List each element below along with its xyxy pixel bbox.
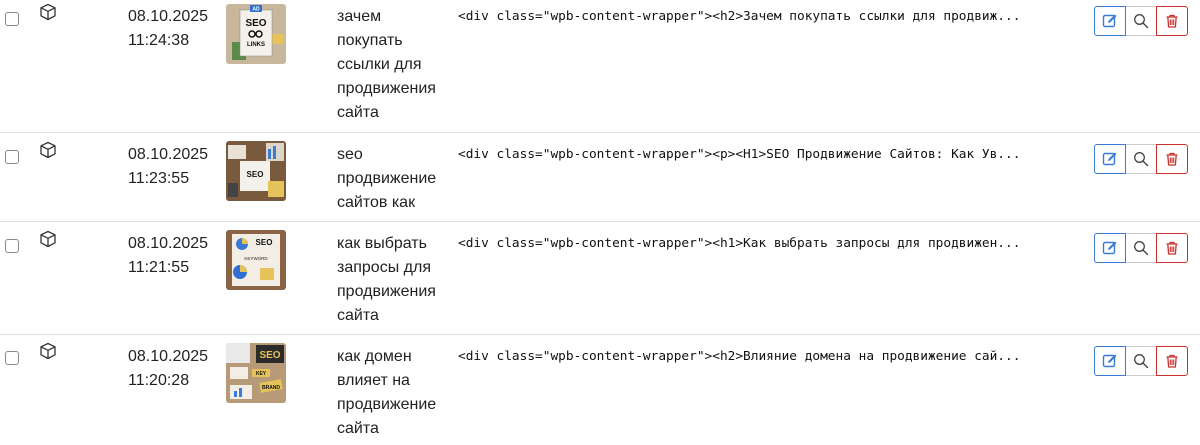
- delete-button[interactable]: [1156, 144, 1188, 174]
- thumb-key-text: KEY: [256, 371, 267, 377]
- row-content-preview: <div class="wpb-content-wrapper"><h2>Вли…: [458, 349, 1021, 364]
- row-date: 08.10.2025: [128, 146, 209, 163]
- edit-icon: [1102, 14, 1117, 28]
- row-date: 08.10.2025: [128, 348, 209, 365]
- magnifier-icon: [1134, 241, 1149, 256]
- cube-icon: [40, 141, 56, 159]
- row-content-preview: <div class="wpb-content-wrapper"><p><H1>…: [458, 147, 1021, 162]
- row-actions: [1094, 6, 1188, 36]
- thumb-links-text: LINKS: [247, 42, 265, 48]
- row-actions: [1094, 346, 1188, 376]
- edit-button[interactable]: [1094, 233, 1126, 263]
- row-date: 08.10.2025: [128, 8, 209, 25]
- trash-icon: [1166, 152, 1178, 166]
- row-time: 11:20:28: [128, 372, 190, 389]
- row-title[interactable]: зачем покупать ссылки для продвижения са…: [337, 8, 436, 121]
- row-content-preview: <div class="wpb-content-wrapper"><h1>Как…: [458, 236, 1021, 251]
- row-content-preview: <div class="wpb-content-wrapper"><h2>Зач…: [458, 9, 1021, 24]
- view-button[interactable]: [1125, 144, 1157, 174]
- cube-icon: [40, 3, 56, 21]
- row-time: 11:24:38: [128, 32, 190, 49]
- row-checkbox[interactable]: [5, 150, 19, 164]
- view-button[interactable]: [1125, 233, 1157, 263]
- delete-button[interactable]: [1156, 346, 1188, 376]
- magnifier-icon: [1134, 14, 1149, 29]
- edit-button[interactable]: [1094, 6, 1126, 36]
- thumb-seo-text: SEO: [259, 350, 280, 361]
- delete-button[interactable]: [1156, 6, 1188, 36]
- edit-icon: [1102, 241, 1117, 255]
- row-datetime: 08.10.2025 11:24:38: [128, 5, 208, 53]
- cube-icon: [40, 342, 56, 360]
- delete-button[interactable]: [1156, 233, 1188, 263]
- row-thumbnail[interactable]: AD SEO LINKS: [226, 4, 286, 64]
- table-row: 08.10.2025 11:23:55 SEO seo продвижение …: [0, 133, 1200, 222]
- thumb-seo-text: SEO: [256, 238, 273, 247]
- trash-icon: [1166, 241, 1178, 255]
- row-thumbnail[interactable]: SEO KEY BRAND: [226, 343, 286, 403]
- row-actions: [1094, 233, 1188, 263]
- row-title[interactable]: как домен влияет на продвижение сайта: [337, 348, 437, 437]
- row-datetime: 08.10.2025 11:20:28: [128, 345, 208, 393]
- view-button[interactable]: [1125, 346, 1157, 376]
- edit-icon: [1102, 152, 1117, 166]
- row-title[interactable]: seo продвижение сайтов как: [337, 146, 437, 211]
- row-thumbnail[interactable]: SEO: [226, 141, 286, 201]
- trash-icon: [1166, 14, 1178, 28]
- thumb-keyword-text: KEYWORD: [244, 256, 268, 261]
- magnifier-icon: [1134, 152, 1149, 167]
- table-row: 08.10.2025 11:21:55 SEO KEYWORD как выбр…: [0, 222, 1200, 335]
- row-time: 11:21:55: [128, 259, 190, 276]
- table-row: 08.10.2025 11:20:28 SEO KEY BRAND как до…: [0, 335, 1200, 445]
- row-thumbnail[interactable]: SEO KEYWORD: [226, 230, 286, 290]
- row-time: 11:23:55: [128, 170, 190, 187]
- row-date: 08.10.2025: [128, 235, 209, 252]
- edit-button[interactable]: [1094, 144, 1126, 174]
- row-checkbox[interactable]: [5, 351, 19, 365]
- row-actions: [1094, 144, 1188, 174]
- trash-icon: [1166, 354, 1178, 368]
- thumb-badge-text: AD: [252, 7, 260, 13]
- thumb-seo-text: SEO: [247, 170, 264, 179]
- row-title[interactable]: как выбрать запросы для продвижения сайт…: [337, 235, 436, 324]
- thumb-brand-text: BRAND: [262, 385, 280, 391]
- row-checkbox[interactable]: [5, 12, 19, 26]
- view-button[interactable]: [1125, 6, 1157, 36]
- edit-button[interactable]: [1094, 346, 1126, 376]
- cube-icon: [40, 230, 56, 248]
- row-datetime: 08.10.2025 11:21:55: [128, 232, 208, 280]
- thumb-seo-text: SEO: [245, 18, 266, 29]
- magnifier-icon: [1134, 354, 1149, 369]
- edit-icon: [1102, 354, 1117, 368]
- table-row: 08.10.2025 11:24:38 AD SEO LINKS зачем п…: [0, 0, 1200, 133]
- row-datetime: 08.10.2025 11:23:55: [128, 143, 208, 191]
- row-checkbox[interactable]: [5, 239, 19, 253]
